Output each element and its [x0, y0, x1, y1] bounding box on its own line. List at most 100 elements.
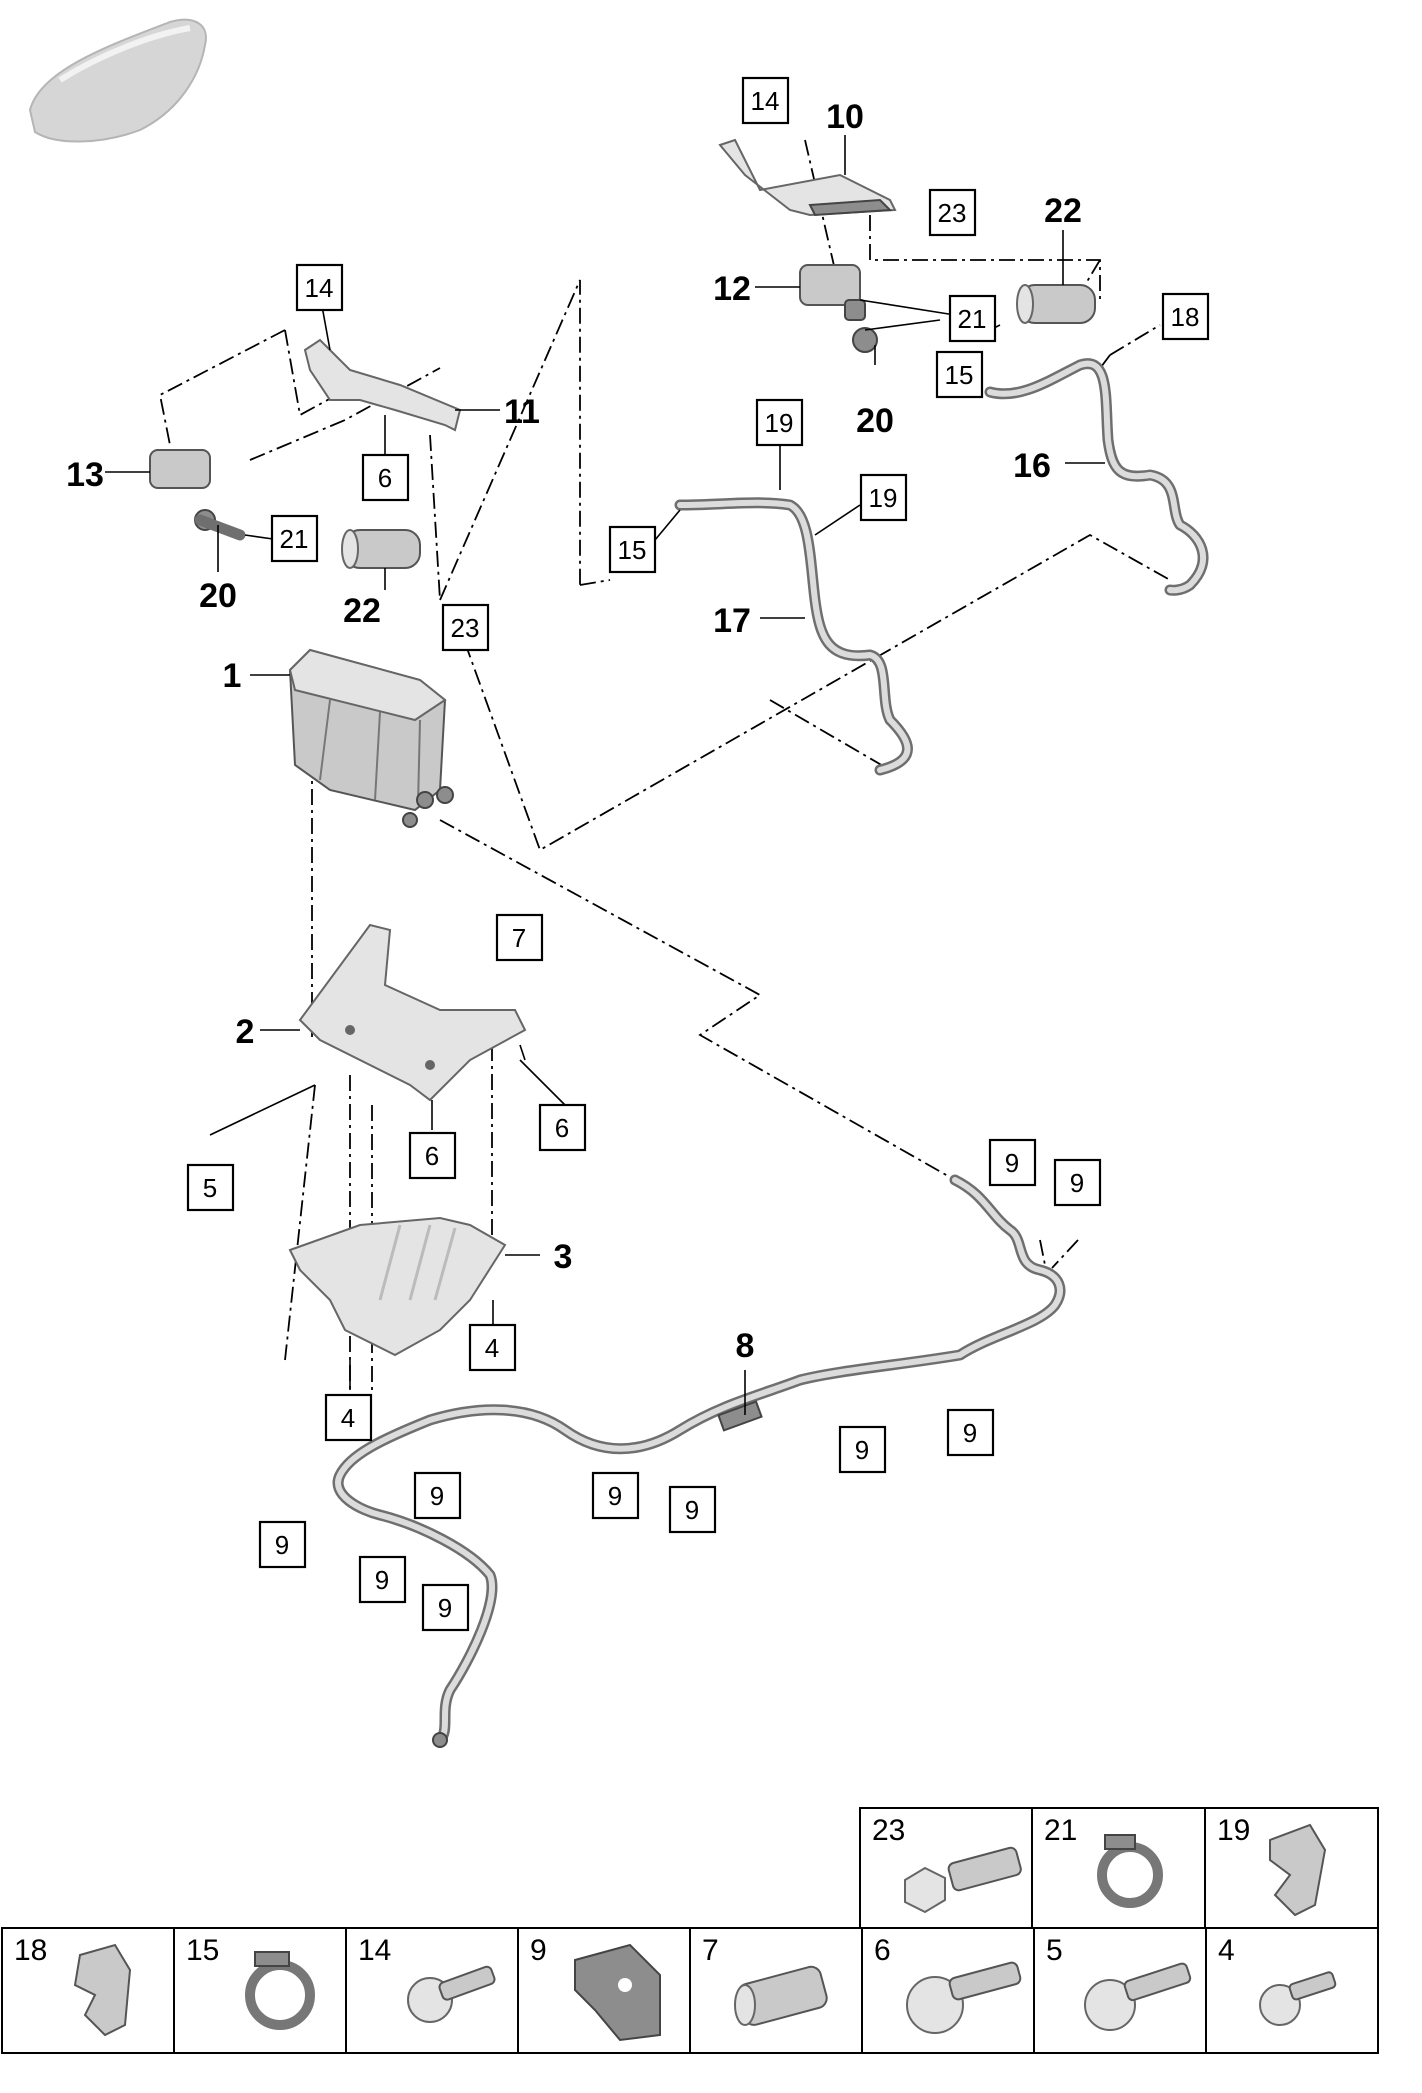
svg-text:4: 4: [341, 1403, 355, 1433]
fuel-vapor-line-8: [332, 1174, 1066, 1748]
svg-text:15: 15: [618, 535, 647, 565]
callout-9-c: 9: [946, 1408, 995, 1457]
svg-text:14: 14: [751, 86, 780, 116]
rivet-nut-7-icon: [734, 1965, 828, 2026]
label-13: 13: [66, 456, 104, 494]
screw-14-icon: [407, 1965, 496, 2023]
callout-18: 18: [1161, 292, 1210, 341]
callout-5: 5: [186, 1163, 235, 1212]
clip-nut-9-icon: [574, 1943, 661, 2042]
callout-6-a: 6: [361, 453, 410, 502]
callout-6-c: 6: [538, 1103, 587, 1152]
legend-label-21: 21: [1044, 1814, 1077, 1847]
svg-text:9: 9: [430, 1481, 444, 1511]
callout-9-a: 9: [988, 1138, 1037, 1187]
label-20-b: 20: [856, 402, 894, 440]
label-22-b: 22: [343, 592, 381, 630]
label-1: 1: [223, 657, 242, 695]
legend-label-6: 6: [874, 1934, 891, 1967]
legend-label-14: 14: [358, 1934, 391, 1967]
callout-14-a: 14: [295, 263, 344, 312]
label-20-a: 20: [199, 577, 237, 615]
bolt-23-icon: [904, 1846, 1022, 1914]
callout-7: 7: [495, 913, 544, 962]
heat-shield-3: [288, 1216, 507, 1357]
callout-9-b: 9: [1053, 1158, 1102, 1207]
filter-22-top: [1016, 284, 1096, 324]
svg-text:9: 9: [375, 1565, 389, 1595]
callout-23-a: 23: [441, 603, 490, 652]
svg-text:21: 21: [280, 524, 309, 554]
svg-text:15: 15: [945, 360, 974, 390]
hose-clamp-21-icon: [1097, 1834, 1163, 1908]
vehicle-thumbnail: [28, 18, 207, 143]
hose-17: [674, 497, 913, 776]
svg-text:9: 9: [855, 1435, 869, 1465]
callout-21-a: 21: [270, 514, 319, 563]
svg-text:19: 19: [869, 483, 898, 513]
svg-text:19: 19: [765, 408, 794, 438]
svg-text:9: 9: [608, 1481, 622, 1511]
callout-15-a: 15: [608, 525, 657, 574]
legend-label-15: 15: [186, 1934, 219, 1967]
label-8: 8: [736, 1327, 755, 1365]
legend-label-4: 4: [1218, 1934, 1235, 1967]
callout-21-b: 21: [948, 294, 997, 343]
label-17: 17: [713, 602, 751, 640]
svg-text:14: 14: [305, 273, 334, 303]
label-2: 2: [236, 1013, 255, 1051]
svg-text:6: 6: [378, 463, 392, 493]
pipe-clip-19-icon: [1269, 1823, 1327, 1917]
svg-text:4: 4: [485, 1333, 499, 1363]
svg-text:9: 9: [963, 1418, 977, 1448]
label-3: 3: [554, 1238, 573, 1276]
callout-19-b: 19: [859, 473, 908, 522]
svg-text:9: 9: [438, 1593, 452, 1623]
legend-label-18: 18: [14, 1934, 47, 1967]
purge-valve-12: [799, 264, 878, 353]
svg-text:23: 23: [451, 613, 480, 643]
svg-text:9: 9: [1005, 1148, 1019, 1178]
callout-9-i: 9: [358, 1555, 407, 1604]
svg-text:18: 18: [1171, 302, 1200, 332]
bracket-2: [298, 923, 527, 1102]
label-12: 12: [713, 270, 751, 308]
label-10: 10: [826, 98, 864, 136]
screw-4-icon: [1259, 1971, 1337, 2026]
carbon-canister-1: [288, 648, 454, 828]
legend-label-23: 23: [872, 1814, 905, 1847]
fastener-legend: 23 21 19 18 15 14 9: [1, 1807, 1379, 2054]
callout-9-h: 9: [258, 1520, 307, 1569]
svg-text:23: 23: [938, 198, 967, 228]
svg-text:6: 6: [555, 1113, 569, 1143]
flange-bolt-6-icon: [906, 1961, 1022, 2034]
filter-22-left: [341, 529, 421, 569]
svg-text:21: 21: [958, 304, 987, 334]
callout-9-d: 9: [838, 1425, 887, 1474]
svg-text:7: 7: [512, 923, 526, 953]
leader-lines: [105, 135, 1105, 1415]
hose-clamp-15-icon: [245, 1951, 315, 2030]
callout-15-b: 15: [935, 350, 984, 399]
label-22-a: 22: [1044, 192, 1082, 230]
valve-13: [149, 449, 246, 541]
legend-label-9: 9: [530, 1934, 547, 1967]
svg-text:5: 5: [203, 1173, 217, 1203]
callout-6-b: 6: [408, 1131, 457, 1180]
bracket-11: [303, 338, 462, 432]
bracket-10: [718, 138, 897, 217]
hose-16: [984, 358, 1209, 596]
label-16: 16: [1013, 447, 1051, 485]
legend-label-19: 19: [1217, 1814, 1250, 1847]
callout-9-g: 9: [413, 1471, 462, 1520]
assembly-lines: [158, 139, 1171, 1390]
legend-label-7: 7: [702, 1934, 719, 1967]
svg-text:9: 9: [275, 1530, 289, 1560]
svg-text:6: 6: [425, 1141, 439, 1171]
legend-label-5: 5: [1046, 1934, 1063, 1967]
callout-9-f: 9: [591, 1471, 640, 1520]
callout-23-b: 23: [928, 188, 977, 237]
callout-9-j: 9: [421, 1583, 470, 1632]
svg-text:9: 9: [1070, 1168, 1084, 1198]
